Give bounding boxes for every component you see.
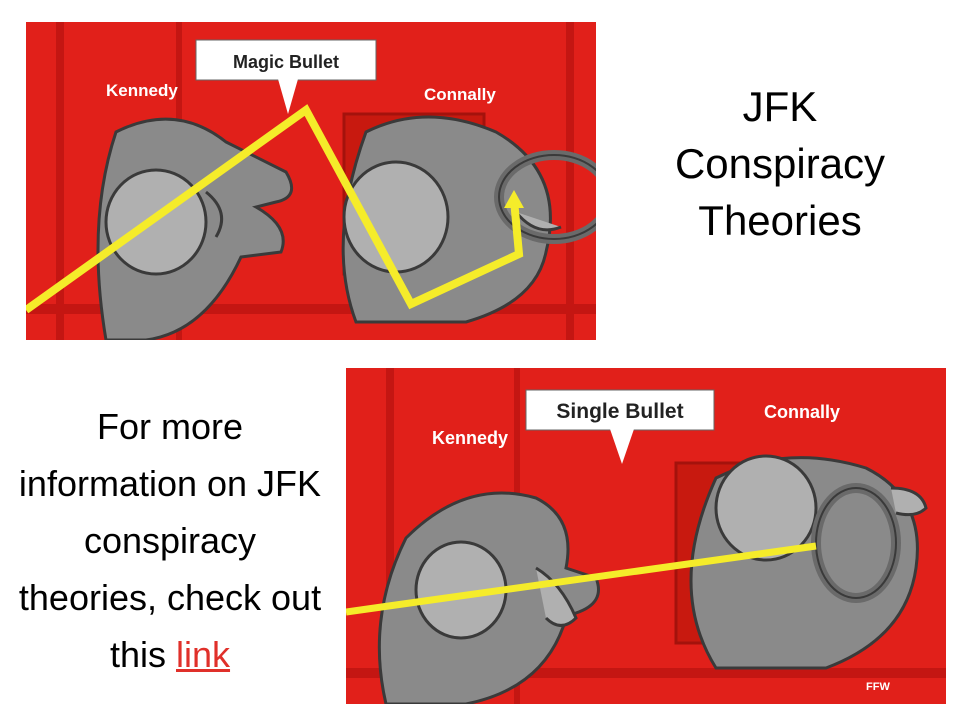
single-bullet-callout: Single Bullet: [525, 389, 715, 464]
kennedy-label: Kennedy: [432, 428, 508, 448]
door-seam: [566, 22, 574, 340]
connally-label: Connally: [424, 85, 496, 104]
magic-bullet-label: Magic Bullet: [233, 52, 339, 72]
kennedy-figure: [377, 491, 600, 704]
connally-figure: [689, 454, 928, 670]
connally-label: Connally: [764, 402, 840, 422]
single-bullet-cartoon: Single Bullet Kennedy Connally FFW: [346, 368, 946, 704]
kennedy-label: Kennedy: [106, 81, 178, 100]
title-line: Theories: [698, 197, 862, 244]
bullet-arrowhead-icon: [504, 190, 524, 208]
info-text: For more information on JFK conspiracy t…: [18, 406, 322, 675]
connally-head: [714, 454, 818, 562]
seat-edge: [346, 668, 946, 678]
magic-bullet-path: [26, 104, 524, 314]
title-line: Conspiracy: [674, 140, 886, 187]
seat-seam: [386, 368, 394, 704]
magic-bullet-callout: Magic Bullet: [195, 39, 377, 114]
more-info-link[interactable]: link: [176, 634, 231, 675]
artist-signature: FFW: [866, 681, 890, 693]
single-bullet-illustration: Single Bullet Kennedy Connally FFW: [346, 368, 946, 704]
seat-seam: [56, 22, 64, 340]
single-bullet-path: [346, 542, 817, 616]
info-paragraph: For more information on JFK conspiracy t…: [12, 398, 328, 683]
single-bullet-label: Single Bullet: [556, 400, 683, 423]
magic-bullet-cartoon: Magic Bullet Kennedy Connally: [26, 22, 596, 340]
kennedy-figure: [96, 117, 294, 340]
slide-title: JFK Conspiracy Theories: [640, 78, 920, 249]
seat-edge: [26, 304, 596, 314]
magic-bullet-illustration: Magic Bullet Kennedy Connally: [26, 22, 596, 340]
title-line: JFK: [742, 83, 818, 130]
